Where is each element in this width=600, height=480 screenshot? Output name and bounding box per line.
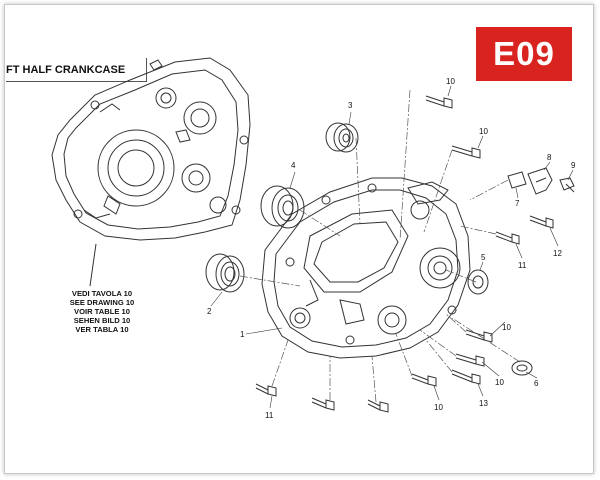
reference-line-en: SEE DRAWING 10 [69,298,135,307]
callout-12: 12 [553,249,562,258]
bearing-4-illustration [260,185,305,229]
leader-lines [210,85,574,409]
callout-6: 6 [534,379,539,388]
bolt-13 [451,369,481,385]
callout-10-top: 10 [446,77,455,86]
left-crankcase-illustration [51,57,251,287]
reference-line-es: VER TABLA 10 [75,325,129,334]
assembly-lines [239,89,521,403]
bolt-10-lower [455,353,485,367]
bolt-top-10 [425,95,453,109]
callout-10-mid: 10 [502,323,511,332]
diagram-frame [4,4,594,474]
bolt-10-bottom [411,373,437,387]
pin-7 [507,171,527,189]
bolt-lower-right [367,399,389,413]
callout-11-left: 11 [265,411,274,420]
callout-7: 7 [515,199,520,208]
bracket-8 [527,167,553,195]
bolt-10-mid [465,329,493,343]
reference-note: VEDI TAVOLA 10 SEE DRAWING 10 VOIR TABLE… [54,289,150,334]
callout-3: 3 [348,101,353,110]
callout-5: 5 [481,253,486,262]
section-code-badge: E09 [476,27,572,81]
bolt-upper-10 [451,145,481,159]
reference-line-de: SEHEN BILD 10 [73,316,131,325]
bearing-2-illustration [205,253,245,293]
bolt-11-left [255,383,277,397]
reference-line-fr: VOIR TABLE 10 [74,307,130,316]
bearing-3-illustration [325,122,359,153]
seal-6-illustration [511,360,533,376]
callout-10-upper: 10 [479,127,488,136]
bolt-9 [559,177,575,193]
callout-9: 9 [571,161,576,170]
bolt-11-right [495,231,520,245]
callout-11-right: 11 [518,261,527,270]
callout-10-bottom: 10 [434,403,443,412]
callout-2: 2 [207,307,212,316]
callout-13: 13 [479,399,488,408]
title-divider [146,58,147,82]
bolt-lower-middle [311,397,335,411]
reference-line-it: VEDI TAVOLA 10 [71,289,133,298]
title-underline [6,81,146,82]
seal-5-illustration [467,269,489,295]
bolt-12 [529,215,554,229]
callout-4: 4 [291,161,296,170]
callout-1: 1 [240,330,245,339]
callout-10-lower: 10 [495,378,504,387]
section-title: FT HALF CRANKCASE [6,64,126,76]
right-crankcase-illustration [261,177,471,359]
callout-numbers: 3 4 2 1 10 10 8 9 7 12 11 5 10 10 6 13 1… [207,77,576,420]
callout-8: 8 [547,153,552,162]
